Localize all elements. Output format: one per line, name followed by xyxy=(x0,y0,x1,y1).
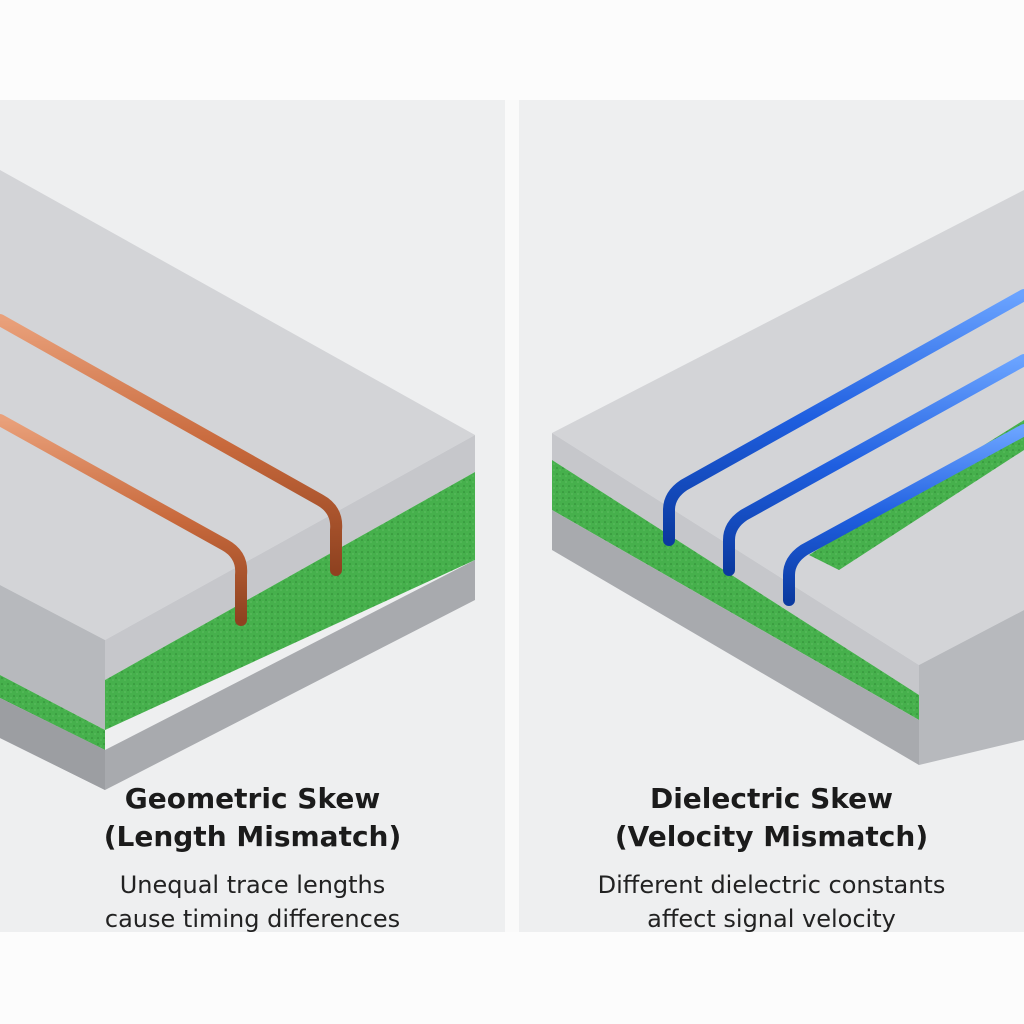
board-top-surface xyxy=(0,170,475,640)
dielectric-layer xyxy=(105,472,475,730)
geometric-skew-panel: Geometric Skew (Length Mismatch) Unequal… xyxy=(0,100,505,932)
board-upper-layer xyxy=(552,433,919,695)
dielectric-skew-panel: Dielectric Skew (Velocity Mismatch) Diff… xyxy=(519,100,1024,932)
blue-trace-2 xyxy=(723,354,1024,576)
board-bottom-layer xyxy=(552,510,919,765)
geometric-skew-subtitle: (Length Mismatch) xyxy=(103,820,402,853)
dielectric-layer xyxy=(552,460,919,720)
panel-divider xyxy=(505,100,519,932)
blue-trace-1 xyxy=(663,289,1024,546)
geometric-skew-title: Geometric Skew xyxy=(124,782,381,815)
blue-trace-3 xyxy=(783,424,1024,606)
dielectric-skew-illustration xyxy=(552,190,1024,765)
copper-trace-short xyxy=(0,414,248,626)
geometric-skew-description-line1: Unequal trace lengths xyxy=(119,871,386,899)
geometric-skew-illustration xyxy=(0,170,475,790)
geometric-skew-description-line2: cause timing differences xyxy=(104,905,401,932)
board-upper-layer xyxy=(0,585,105,730)
dielectric-skew-subtitle: (Velocity Mismatch) xyxy=(614,820,929,853)
copper-trace-long xyxy=(0,314,343,576)
dielectric-skew-description-line1: Different dielectric constants xyxy=(597,871,946,899)
dielectric-skew-description-line2: affect signal velocity xyxy=(647,905,896,932)
dielectric-skew-title: Dielectric Skew xyxy=(649,782,894,815)
